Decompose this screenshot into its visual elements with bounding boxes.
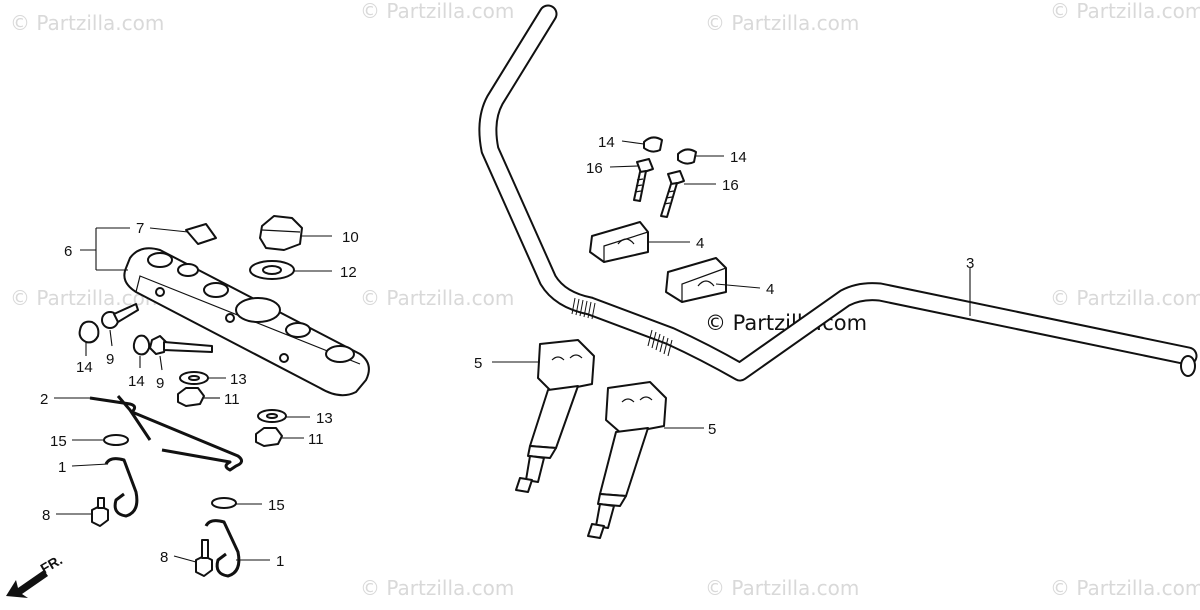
watermarks: © Partzilla.com © Partzilla.com © Partzi… [10,0,1200,600]
callout-9: 9 [106,351,114,368]
callout-7: 7 [136,220,144,237]
callout-12: 12 [340,264,357,281]
bolt-part-9 [149,335,213,355]
washer-part-13 [257,409,287,423]
callout-15: 15 [50,433,67,450]
callout-15: 15 [268,497,285,514]
callout-13: 13 [316,410,333,427]
clip-part-1 [104,457,139,518]
callout-10: 10 [342,229,359,246]
nut-part-11 [177,387,205,407]
lower-holder-part-5a [515,339,595,493]
cap-part-14 [132,334,151,356]
washer-part-15 [103,434,129,446]
bolt-part-16 [633,158,654,202]
washer-part-15 [211,497,237,509]
callout-5: 5 [474,355,482,372]
callout-14: 14 [128,373,145,390]
callout-4: 4 [766,281,774,298]
cap-part-14 [78,320,100,344]
callout-8: 8 [42,507,50,524]
callout-14: 14 [598,134,615,151]
watermark: © Partzilla.com [705,576,859,600]
watermark: © Partzilla.com [10,11,164,35]
clip-part-1 [204,519,241,578]
callout-8: 8 [160,549,168,566]
callout-4: 4 [696,235,704,252]
front-direction-indicator: FR. [6,551,65,598]
nut-part-10 [259,215,303,251]
bolt-part-8 [91,497,109,527]
watermark: © Partzilla.com [1050,576,1200,600]
upper-holder-part-4a [589,221,649,263]
washer-part-12 [249,260,295,280]
watermark: © Partzilla.com [360,0,514,23]
callout-13: 13 [230,371,247,388]
callout-11: 11 [224,391,240,408]
callout-5: 5 [708,421,716,438]
callout-3: 3 [966,255,974,272]
watermark: © Partzilla.com [360,576,514,600]
watermark: © Partzilla.com [360,286,514,310]
callout-14: 14 [76,359,93,376]
watermark: © Partzilla.com [705,11,859,35]
lower-holder-part-5b [587,381,667,539]
watermark: © Partzilla.com [1050,286,1200,310]
wire-clamp-part-2 [89,395,243,472]
callout-16: 16 [586,160,603,177]
callout-14: 14 [730,149,747,166]
watermark: © Partzilla.com [1050,0,1200,23]
bolt-part-16 [660,170,685,218]
callout-11: 11 [308,431,324,448]
bolt-part-9 [101,303,139,329]
callout-16: 16 [722,177,739,194]
callout-1: 1 [58,459,66,476]
nut-part-11 [255,427,283,447]
bolt-part-8 [195,539,213,577]
cap-part-14 [677,148,697,165]
cap-part-14 [643,136,663,153]
upper-holder-part-4b [665,257,727,303]
callout-1: 1 [276,553,284,570]
callout-9: 9 [156,375,164,392]
leader-lines [54,140,971,563]
callout-6: 6 [64,243,72,260]
top-bridge-part-6 [123,247,370,397]
callout-2: 2 [40,391,48,408]
callout-labels: 6 7 10 12 14 9 14 9 13 11 13 11 2 15 1 8… [40,134,974,570]
plate-part-7 [185,223,217,245]
washer-part-13 [179,371,209,385]
handlebar-part-3 [478,4,1198,382]
